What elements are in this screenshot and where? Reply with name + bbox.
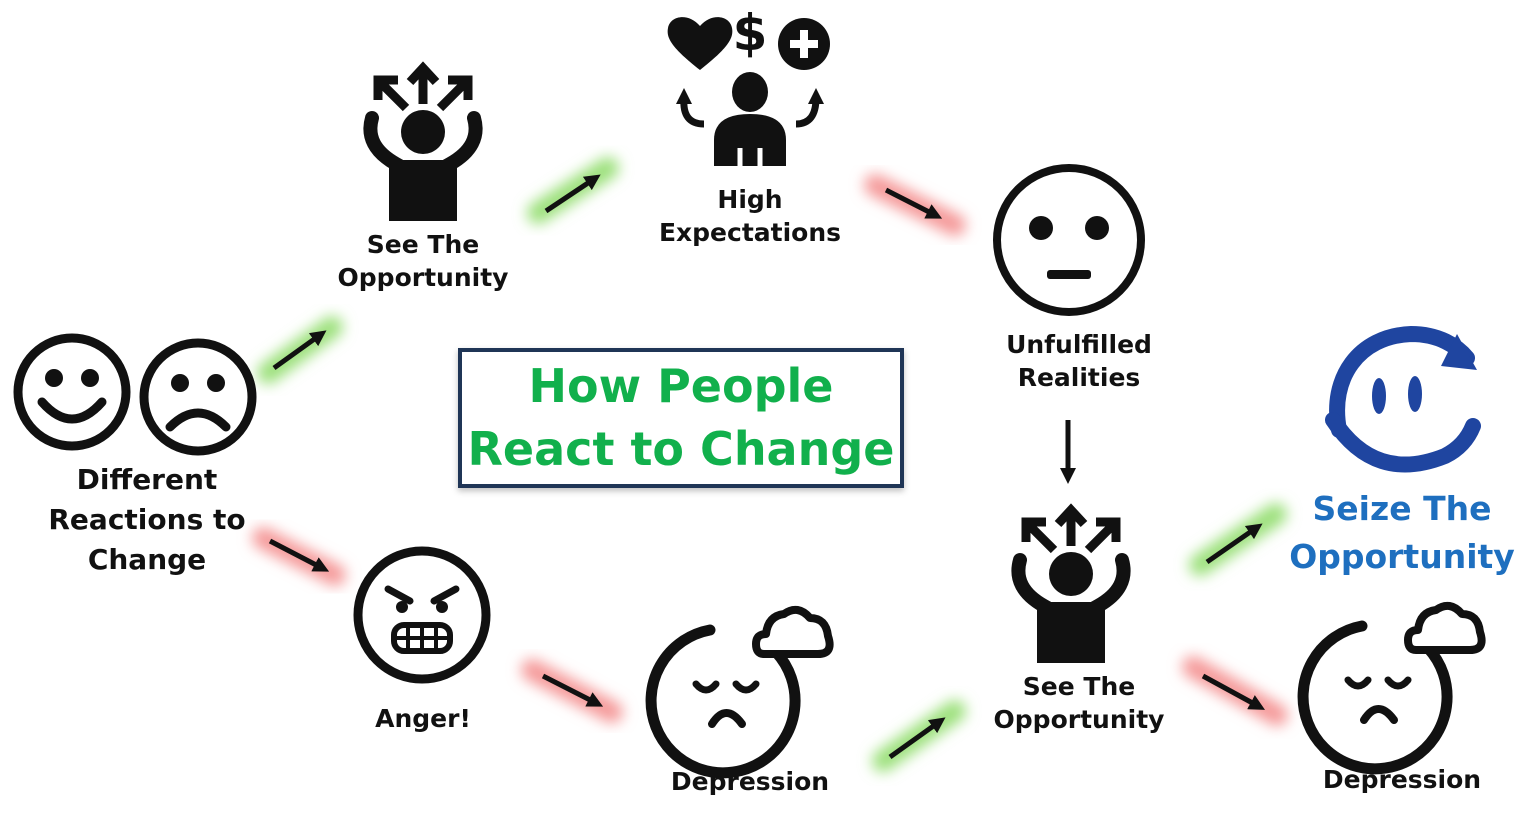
angry-face-icon bbox=[353, 546, 491, 684]
neutral-face-icon bbox=[993, 164, 1145, 316]
svg-text:$: $ bbox=[733, 4, 768, 62]
sad-face-icon bbox=[139, 338, 257, 456]
title-box: How People React to Change bbox=[458, 348, 904, 488]
see-opportunity-top-label: See The Opportunity bbox=[337, 230, 509, 292]
unfulfilled-label: Unfulfilled Realities bbox=[1006, 330, 1152, 392]
depression-mid-label: Depression bbox=[670, 767, 830, 796]
arrow-start-to-see-top bbox=[257, 316, 343, 384]
anger-label: Anger! bbox=[375, 704, 471, 733]
arrow-see-bottom-to-depression-end bbox=[1182, 656, 1288, 726]
title-line-1: How People bbox=[528, 358, 834, 413]
arrow-anger-to-depression-mid bbox=[521, 659, 623, 723]
arrow-depression-to-see-bottom bbox=[872, 700, 966, 772]
smiley-face-icon bbox=[13, 333, 131, 451]
arrow-see-top-to-high bbox=[527, 157, 619, 224]
see-opportunity-bottom-label: See The Opportunity bbox=[993, 672, 1165, 734]
high-expectations-label: High Expectations bbox=[658, 185, 842, 247]
title-line-2: React to Change bbox=[467, 422, 895, 476]
arrow-high-to-unfulfilled bbox=[864, 174, 966, 236]
seize-label: Seize The Opportunity bbox=[1289, 489, 1515, 576]
seize-logo-icon bbox=[1325, 325, 1481, 473]
expectations-person-icon: $ bbox=[667, 4, 830, 166]
depression-end-label: Depression bbox=[1322, 765, 1482, 794]
arms-raised-person-icon bbox=[1011, 503, 1131, 663]
arrow-start-to-anger bbox=[252, 527, 346, 586]
arrow-see-bottom-to-seize bbox=[1189, 503, 1287, 576]
depressed-cloud-face-icon bbox=[1297, 601, 1486, 775]
arms-raised-person-icon bbox=[363, 61, 483, 221]
depressed-cloud-face-icon bbox=[645, 605, 834, 779]
start-label: Different Reactions to Change bbox=[48, 463, 246, 576]
